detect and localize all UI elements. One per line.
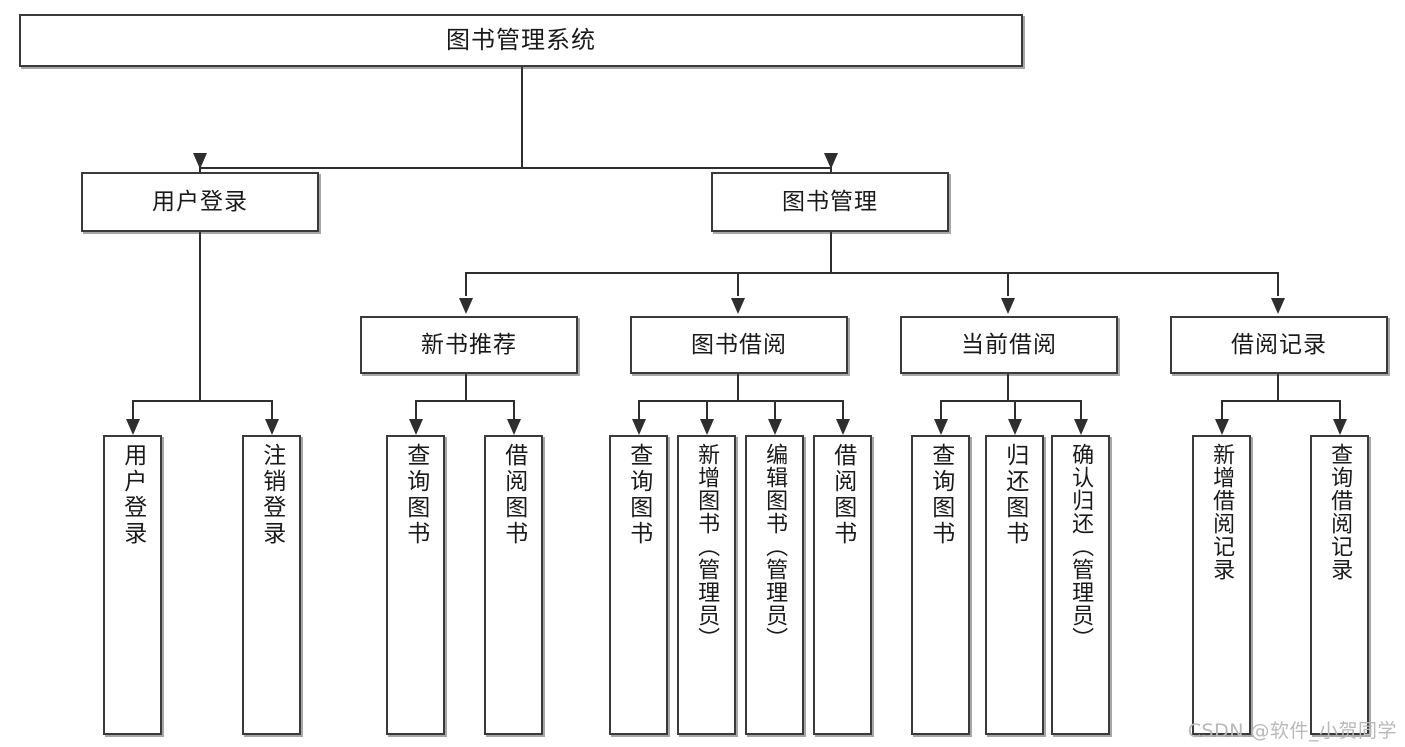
arrowhead-book-borrow: [731, 298, 745, 314]
node-leaf-borrow-book[interactable]: 借阅图书: [813, 435, 872, 735]
node-label: 归还图书: [1001, 443, 1028, 547]
node-label: 用户登录: [119, 443, 146, 547]
node-root-book-management-system[interactable]: 图书管理系统: [19, 14, 1023, 67]
connector-bm-to-record: [1277, 272, 1279, 296]
node-leaf-confirm-return-admin[interactable]: 确认归还（管理员）: [1051, 435, 1110, 735]
connector-current-bus: [940, 400, 1081, 402]
arrowhead-leaf-confirm-return: [1074, 419, 1088, 435]
node-label: 查询借阅记录: [1327, 443, 1353, 581]
arrowhead-leaf-query-book-2: [632, 419, 646, 435]
connector-br-to-leaf2: [1339, 400, 1341, 420]
connector-borrow-bus: [638, 400, 843, 402]
node-leaf-query-borrow-record[interactable]: 查询借阅记录: [1310, 435, 1369, 735]
connector-book-manage-stem: [830, 232, 832, 272]
node-label: 借阅记录: [1231, 331, 1327, 358]
connector-br-to-leaf1: [1221, 400, 1223, 420]
connector-bb-to-leaf2: [706, 400, 708, 420]
node-label: 查询图书: [927, 443, 954, 547]
node-label: 当前借阅: [961, 331, 1057, 358]
node-leaf-borrow-book-recommend[interactable]: 借阅图书: [484, 435, 543, 735]
arrowhead-leaf-return-book: [1008, 419, 1022, 435]
connector-borrow-stem: [737, 374, 739, 400]
connector-record-bus: [1221, 400, 1339, 402]
node-label: 新增借阅记录: [1209, 443, 1235, 581]
connector-bb-to-leaf1: [638, 400, 640, 420]
connector-book-manage-bus: [465, 272, 1279, 274]
arrowhead-user-login: [193, 153, 207, 169]
arrowhead-leaf-edit-book: [768, 419, 782, 435]
node-label: 图书借阅: [691, 331, 787, 358]
connector-cb-to-leaf1: [940, 400, 942, 420]
node-user-login[interactable]: 用户登录: [81, 172, 319, 232]
connector-bm-to-current: [1007, 272, 1009, 296]
node-leaf-user-logout[interactable]: 注销登录: [242, 435, 301, 735]
connector-root-stem: [521, 67, 523, 167]
connector-record-stem: [1277, 374, 1279, 400]
node-leaf-edit-book-admin[interactable]: 编辑图书（管理员）: [745, 435, 804, 735]
node-label: 编辑图书（管理员）: [762, 443, 788, 650]
node-leaf-user-login[interactable]: 用户登录: [103, 435, 162, 735]
node-label: 图书管理: [782, 188, 878, 215]
connector-current-stem: [1007, 374, 1009, 400]
connector-cb-to-leaf2: [1014, 400, 1016, 420]
node-leaf-add-borrow-record[interactable]: 新增借阅记录: [1192, 435, 1251, 735]
node-leaf-add-book-admin[interactable]: 新增图书（管理员）: [677, 435, 736, 735]
arrowhead-leaf-query-book-1: [409, 419, 423, 435]
arrowhead-leaf-query-record: [1333, 419, 1347, 435]
node-leaf-query-book-borrow[interactable]: 查询图书: [609, 435, 668, 735]
node-book-borrow[interactable]: 图书借阅: [630, 316, 848, 374]
connector-root-bus: [199, 167, 831, 169]
node-label: 图书管理系统: [446, 25, 596, 54]
arrowhead-leaf-add-book: [700, 419, 714, 435]
node-label: 借阅图书: [500, 443, 527, 547]
arrowhead-leaf-borrow-book-1: [507, 419, 521, 435]
node-label: 查询图书: [625, 443, 652, 547]
connector-ul-to-leaf1: [132, 400, 134, 420]
node-borrow-record[interactable]: 借阅记录: [1170, 316, 1388, 374]
arrowhead-leaf-user-logout: [265, 419, 279, 435]
arrowhead-new-book-recommend: [459, 298, 473, 314]
connector-user-login-bus: [132, 400, 271, 402]
arrowhead-leaf-borrow-book-2: [836, 419, 850, 435]
node-new-book-recommend[interactable]: 新书推荐: [360, 316, 578, 374]
connector-recommend-bus: [415, 400, 514, 402]
node-label: 借阅图书: [829, 443, 856, 547]
node-label: 注销登录: [258, 443, 285, 547]
connector-bb-to-leaf3: [774, 400, 776, 420]
arrowhead-book-manage: [824, 153, 838, 169]
node-current-borrow[interactable]: 当前借阅: [900, 316, 1118, 374]
node-label: 新增图书（管理员）: [694, 443, 720, 650]
arrowhead-leaf-add-record: [1215, 419, 1229, 435]
connector-bb-to-leaf4: [842, 400, 844, 420]
arrowhead-borrow-record: [1271, 298, 1285, 314]
arrowhead-leaf-user-login: [126, 419, 140, 435]
arrowhead-leaf-query-book-3: [934, 419, 948, 435]
connector-user-login-stem: [199, 232, 201, 400]
node-leaf-query-book-current[interactable]: 查询图书: [911, 435, 970, 735]
arrowhead-current-borrow: [1001, 298, 1015, 314]
connector-bm-to-borrow: [737, 272, 739, 296]
connector-rec-to-leaf1: [415, 400, 417, 420]
node-label: 新书推荐: [421, 331, 517, 358]
node-book-management[interactable]: 图书管理: [711, 172, 949, 232]
connector-rec-to-leaf2: [513, 400, 515, 420]
node-label: 确认归还（管理员）: [1068, 443, 1094, 650]
node-leaf-query-book-recommend[interactable]: 查询图书: [386, 435, 445, 735]
node-label: 查询图书: [402, 443, 429, 547]
connector-ul-to-leaf2: [271, 400, 273, 420]
node-label: 用户登录: [152, 188, 248, 215]
connector-recommend-stem: [465, 374, 467, 400]
connector-bm-to-recommend: [465, 272, 467, 296]
connector-cb-to-leaf3: [1080, 400, 1082, 420]
node-leaf-return-book[interactable]: 归还图书: [985, 435, 1044, 735]
